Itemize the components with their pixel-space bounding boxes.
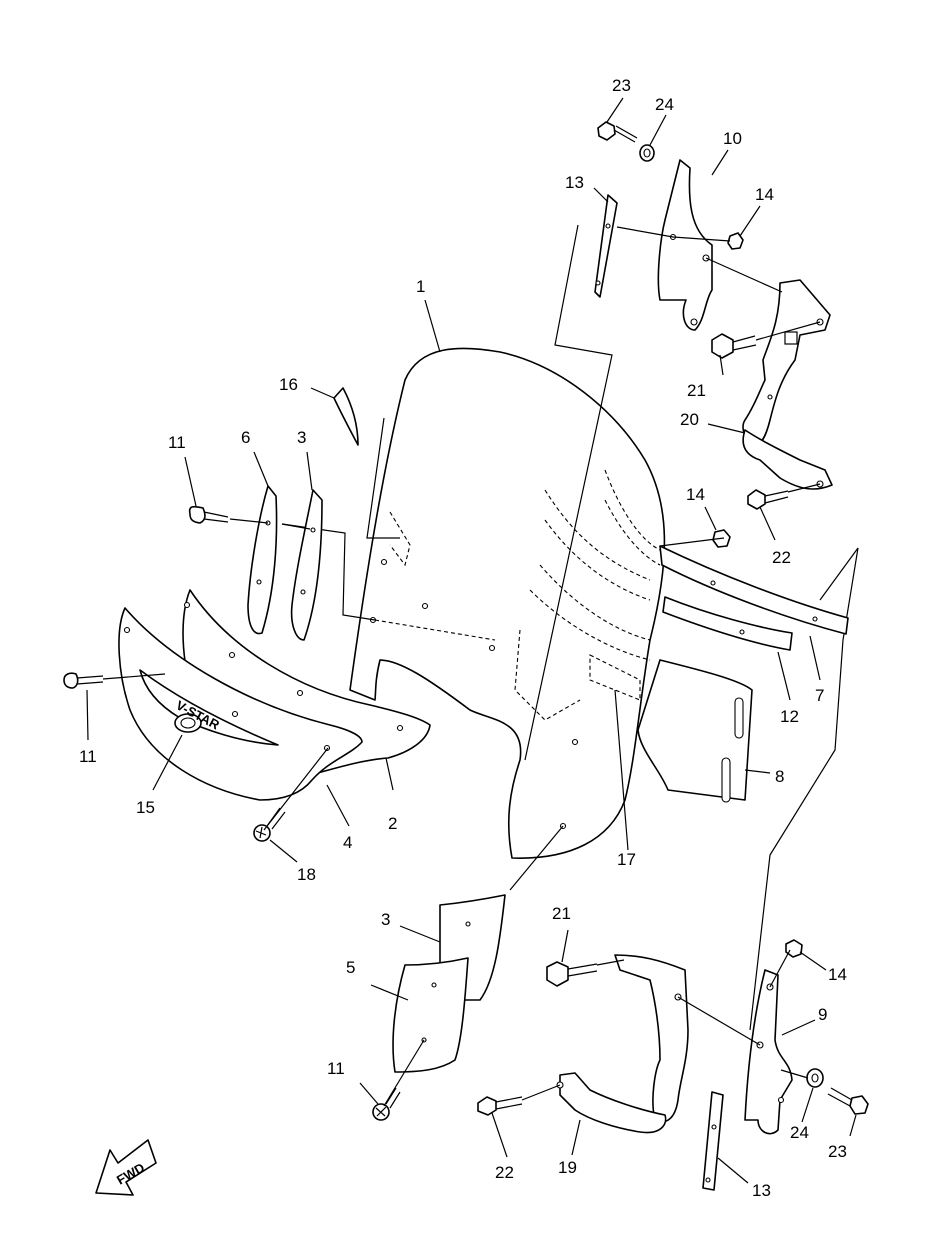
screw-11-left-icon — [63, 672, 104, 689]
bolt-21-upper-icon — [711, 333, 757, 359]
callout-9: 9 — [818, 1005, 827, 1024]
stay-19-part — [556, 954, 689, 1134]
washer-24-upper-icon — [639, 144, 655, 162]
nut-14-upper-icon — [727, 232, 744, 250]
trim-3-upper-part — [290, 489, 323, 641]
callout-11-left: 11 — [79, 747, 97, 766]
callout-24-lower: 24 — [790, 1123, 809, 1142]
washer-24-lower-icon — [806, 1068, 824, 1088]
windshield-part — [349, 347, 666, 859]
bolt-22-upper-icon — [747, 489, 789, 510]
trim-12-part — [662, 596, 793, 651]
sticker-part — [333, 387, 359, 446]
callout-13-lower: 13 — [752, 1181, 771, 1200]
callout-2: 2 — [388, 814, 397, 833]
callout-22-lower: 22 — [495, 1163, 514, 1182]
callout-19: 19 — [558, 1158, 577, 1177]
callout-23-lower: 23 — [828, 1142, 847, 1161]
bracket-10-part — [657, 159, 713, 331]
callout-23-upper: 23 — [612, 76, 631, 95]
callout-14-mid: 14 — [686, 485, 705, 504]
bolt-22-lower-icon — [477, 1096, 523, 1116]
panel-8-part — [637, 659, 753, 803]
plate-13-upper-part — [594, 194, 618, 298]
cowl-front-part — [118, 607, 363, 801]
callout-4: 4 — [343, 833, 352, 852]
callout-6: 6 — [241, 428, 250, 447]
fwd-arrow-icon: FWD — [95, 1139, 157, 1196]
callout-7: 7 — [815, 686, 824, 705]
callout-1: 1 — [416, 277, 425, 296]
nut-14-lower-icon — [785, 939, 803, 958]
callout-14-upper: 14 — [755, 185, 774, 204]
leader-lines — [86, 97, 857, 1184]
callout-17: 17 — [617, 850, 636, 869]
callout-10: 10 — [723, 129, 742, 148]
bolt-23-upper-icon — [597, 121, 638, 143]
callout-21-upper: 21 — [687, 381, 706, 400]
bracket-9-part — [744, 969, 793, 1135]
screw-11-upper-icon — [188, 505, 229, 524]
callout-18: 18 — [297, 865, 316, 884]
screw-18-icon — [253, 807, 286, 842]
callout-11-upper: 11 — [168, 433, 186, 452]
trim-7-part — [659, 545, 849, 635]
callout-16: 16 — [279, 375, 298, 394]
callout-labels: 1 2 3 3 4 5 6 7 8 9 10 11 11 11 12 13 13… — [79, 76, 847, 1200]
callout-21-lower: 21 — [552, 904, 571, 923]
callout-11-lower: 11 — [327, 1059, 345, 1078]
callout-8: 8 — [775, 767, 784, 786]
callout-3-lower: 3 — [381, 910, 390, 929]
callout-3-upper: 3 — [297, 428, 306, 447]
callout-14-lower: 14 — [828, 965, 847, 984]
callout-15: 15 — [136, 798, 155, 817]
stay-20-part — [742, 279, 833, 490]
plate-13-lower-part — [702, 1091, 724, 1191]
callout-20: 20 — [680, 410, 699, 429]
callout-12: 12 — [780, 707, 799, 726]
callout-22-upper: 22 — [772, 548, 791, 567]
callout-24-upper: 24 — [655, 95, 674, 114]
assembly-lines — [281, 224, 859, 1031]
callout-5: 5 — [346, 958, 355, 977]
screw-11-lower-icon — [372, 1087, 401, 1121]
callout-13-upper: 13 — [565, 173, 584, 192]
panel-5-part — [392, 957, 469, 1073]
bolt-23-lower-icon — [827, 1087, 869, 1115]
bolt-21-lower-icon — [546, 961, 598, 987]
trim-6-part — [247, 485, 278, 635]
